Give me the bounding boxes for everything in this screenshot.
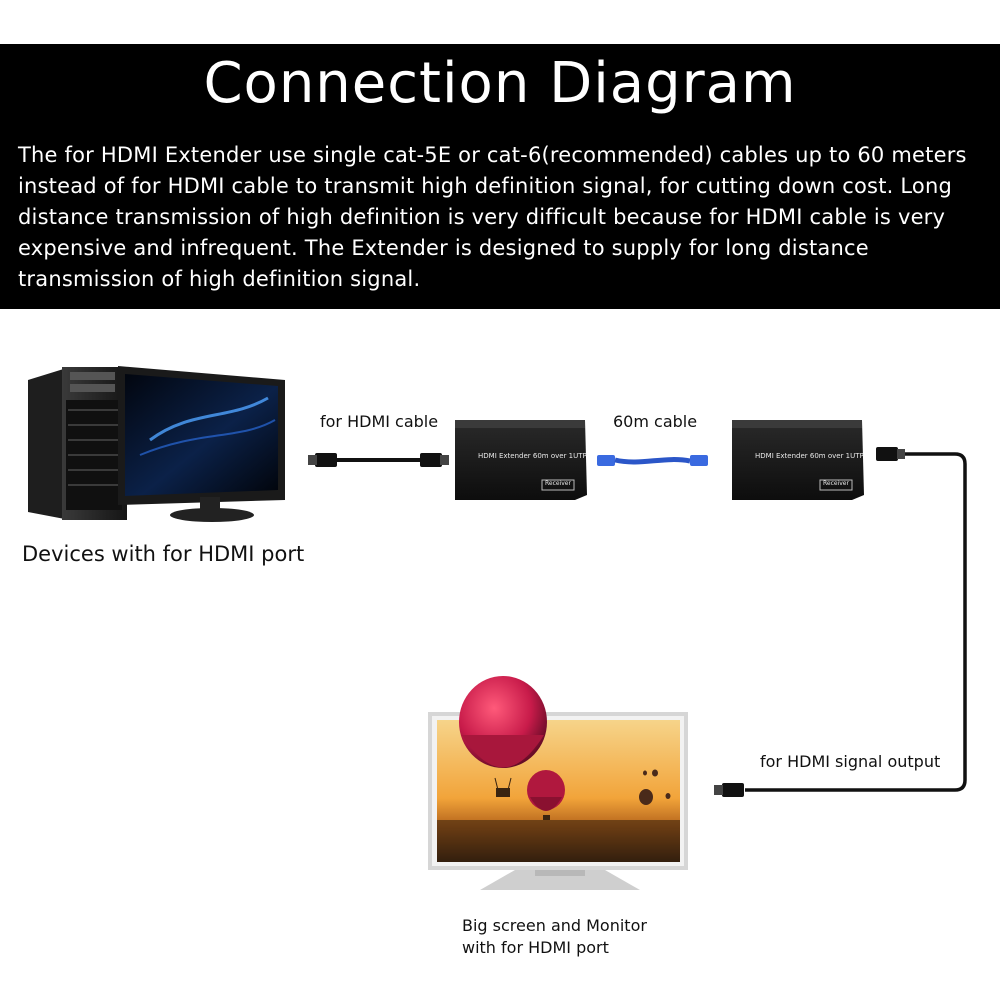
receiver-label: HDMI Extender 60m over 1UTP xyxy=(755,452,864,460)
extender-box-icon xyxy=(732,420,864,500)
display-label-line1: Big screen and Monitor xyxy=(462,916,647,935)
hdmi-cable-icon xyxy=(714,447,967,797)
hdmi-cable-label: for HDMI cable xyxy=(320,412,439,431)
extender-box-icon xyxy=(455,420,587,500)
description-text: The for HDMI Extender use single cat-5E … xyxy=(18,143,967,291)
signal-output-label: for HDMI signal output xyxy=(760,752,941,771)
page-title: Connection Diagram xyxy=(203,51,797,116)
receiver-badge: Receiver xyxy=(823,480,849,487)
lan-cable-label: 60m cable xyxy=(613,412,698,431)
display-label-line2: with for HDMI port xyxy=(462,938,609,957)
monitor-icon xyxy=(118,366,285,522)
transmitter-label: HDMI Extender 60m over 1UTP xyxy=(478,452,587,460)
header-banner: Connection Diagram The for HDMI Extender… xyxy=(0,44,1000,309)
hot-air-balloon-icon xyxy=(459,676,671,820)
transmitter-badge: Receiver xyxy=(545,480,571,487)
desktop-pc-icon xyxy=(28,367,127,520)
hdmi-cable-icon xyxy=(308,453,449,467)
ethernet-cable-icon xyxy=(597,455,708,466)
source-device-label: Devices with for HDMI port xyxy=(22,542,305,566)
